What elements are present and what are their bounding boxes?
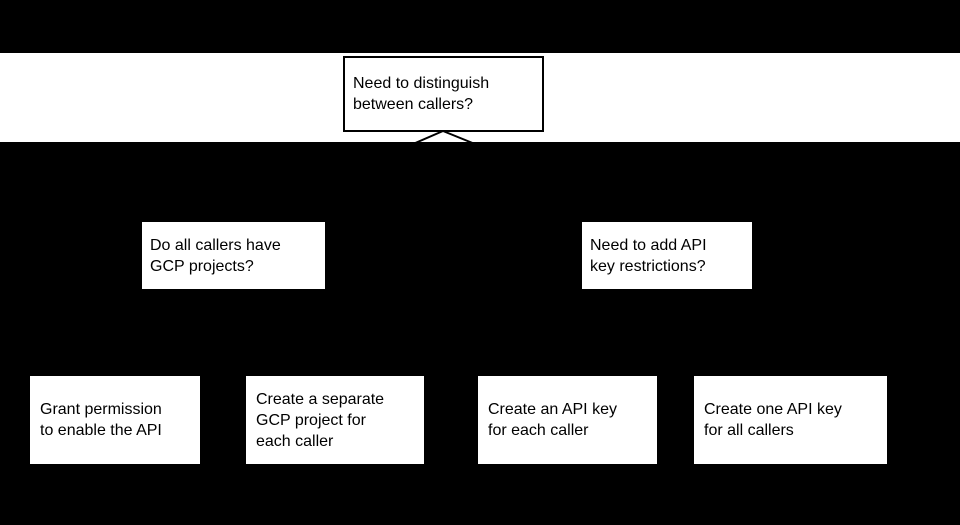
connector-right-yes [567,288,668,377]
connector-root-right [442,130,668,223]
node-need-to-distinguish: Need to distinguish between callers? [343,56,544,132]
connector-root-left [232,130,444,223]
node-label-line: to enable the API [40,422,162,439]
node-label-line: Create one API key [704,401,842,418]
node-label-line: each caller [256,432,334,450]
node-api-key-each-caller: Create an API key for each caller [478,376,657,464]
node-label-line: for each caller [488,422,589,439]
node-separate-gcp-project: Create a separate GCP project for each c… [246,376,424,464]
node-label-line: Need to distinguish [353,75,490,92]
node-label-line: Create a separate [256,390,385,408]
connector-right-no [666,288,791,377]
node-api-restrictions-question: Need to add API key restrictions? [582,222,752,289]
node-grant-permission: Grant permission to enable the API [30,376,200,464]
connector-left-yes [114,288,234,377]
node-label-line: Create an API key [488,401,617,418]
node-label-line: GCP project for [256,411,366,429]
node-label-line: key restrictions? [590,257,706,275]
node-label-line: Grant permission [40,401,162,418]
node-label-line: Do all callers have [150,236,281,254]
node-label-line: for all callers [704,422,794,439]
node-label-line: Need to add API [590,236,707,254]
node-one-api-key-all-callers: Create one API key for all callers [694,376,887,464]
node-label-line: between callers? [353,96,474,113]
node-label-line: GCP projects? [150,257,254,275]
node-gcp-projects-question: Do all callers have GCP projects? [142,222,325,289]
connector-left-no [232,288,336,377]
